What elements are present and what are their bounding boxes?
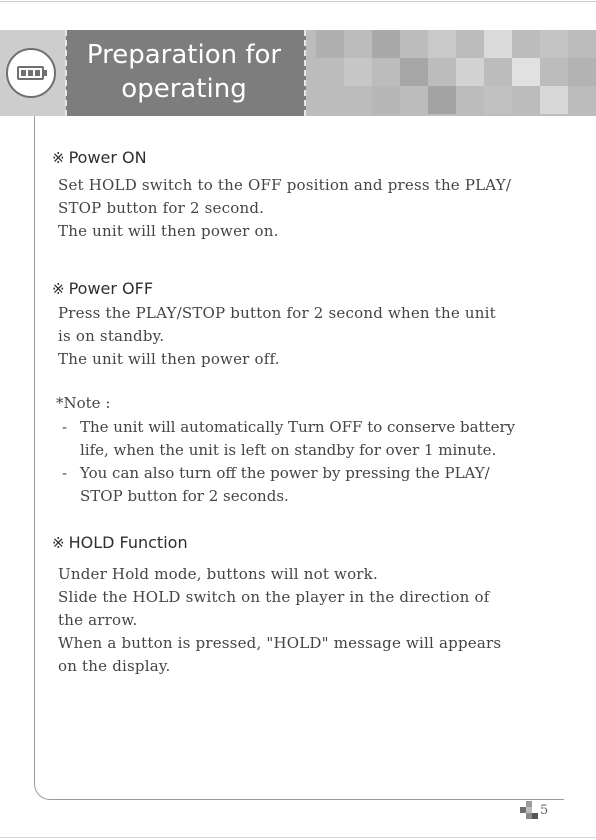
content-frame [34,116,564,800]
section-heading-hold-function: ※HOLD Function [52,533,188,552]
note-bullet: - You can also turn off the power by pre… [62,462,562,508]
paragraph-line: the arrow. [58,611,138,629]
note-label: *Note : [56,394,111,412]
note-bullet: - The unit will automatically Turn OFF t… [62,416,562,462]
asterisk-mark: ※ [52,534,65,552]
paragraph-line: The unit will then power on. [58,222,279,240]
bullet-text: You can also turn off the power by press… [80,464,490,505]
page-number: 5 [540,803,549,818]
asterisk-mark: ※ [52,149,65,167]
bullet-dash: - [62,418,68,436]
bullet-text: The unit will automatically Turn OFF to … [80,418,516,459]
banner-dash-left [65,30,67,116]
paragraph-line: When a button is pressed, "HOLD" message… [58,634,502,652]
page-title-line2: operating [121,74,247,104]
asterisk-mark: ※ [52,280,65,298]
header-banner: Preparation for operating [0,30,596,116]
banner-dash-right [304,30,306,116]
paragraph-line: STOP button for 2 second. [58,199,265,217]
paragraph-line: Under Hold mode, buttons will not work. [58,565,378,583]
section-heading-text: HOLD Function [68,533,188,552]
section-heading-text: Power ON [68,148,147,167]
page-corner-icon [520,801,538,819]
power-off-paragraph: Press the PLAY/STOP button for 2 second … [58,302,568,371]
banner-mosaic [306,30,596,116]
hold-function-paragraph: Under Hold mode, buttons will not work. … [58,563,568,678]
paragraph-line: Slide the HOLD switch on the player in t… [58,588,490,606]
page-title: Preparation for operating [66,38,302,106]
paragraph-line: Set HOLD switch to the OFF position and … [58,176,512,194]
bottom-rule [0,837,596,838]
paragraph-line: The unit will then power off. [58,350,280,368]
section-heading-text: Power OFF [68,279,154,298]
paragraph-line: Press the PLAY/STOP button for 2 second … [58,304,496,322]
section-heading-power-off: ※Power OFF [52,279,153,298]
paragraph-line: is on standby. [58,327,165,345]
battery-icon [6,48,56,98]
bullet-dash: - [62,464,68,482]
section-heading-power-on: ※Power ON [52,148,147,167]
page-title-line1: Preparation for [86,40,282,70]
top-rule [0,1,596,2]
banner-title-panel [66,30,306,116]
power-on-paragraph: Set HOLD switch to the OFF position and … [58,174,568,243]
paragraph-line: on the display. [58,657,171,675]
